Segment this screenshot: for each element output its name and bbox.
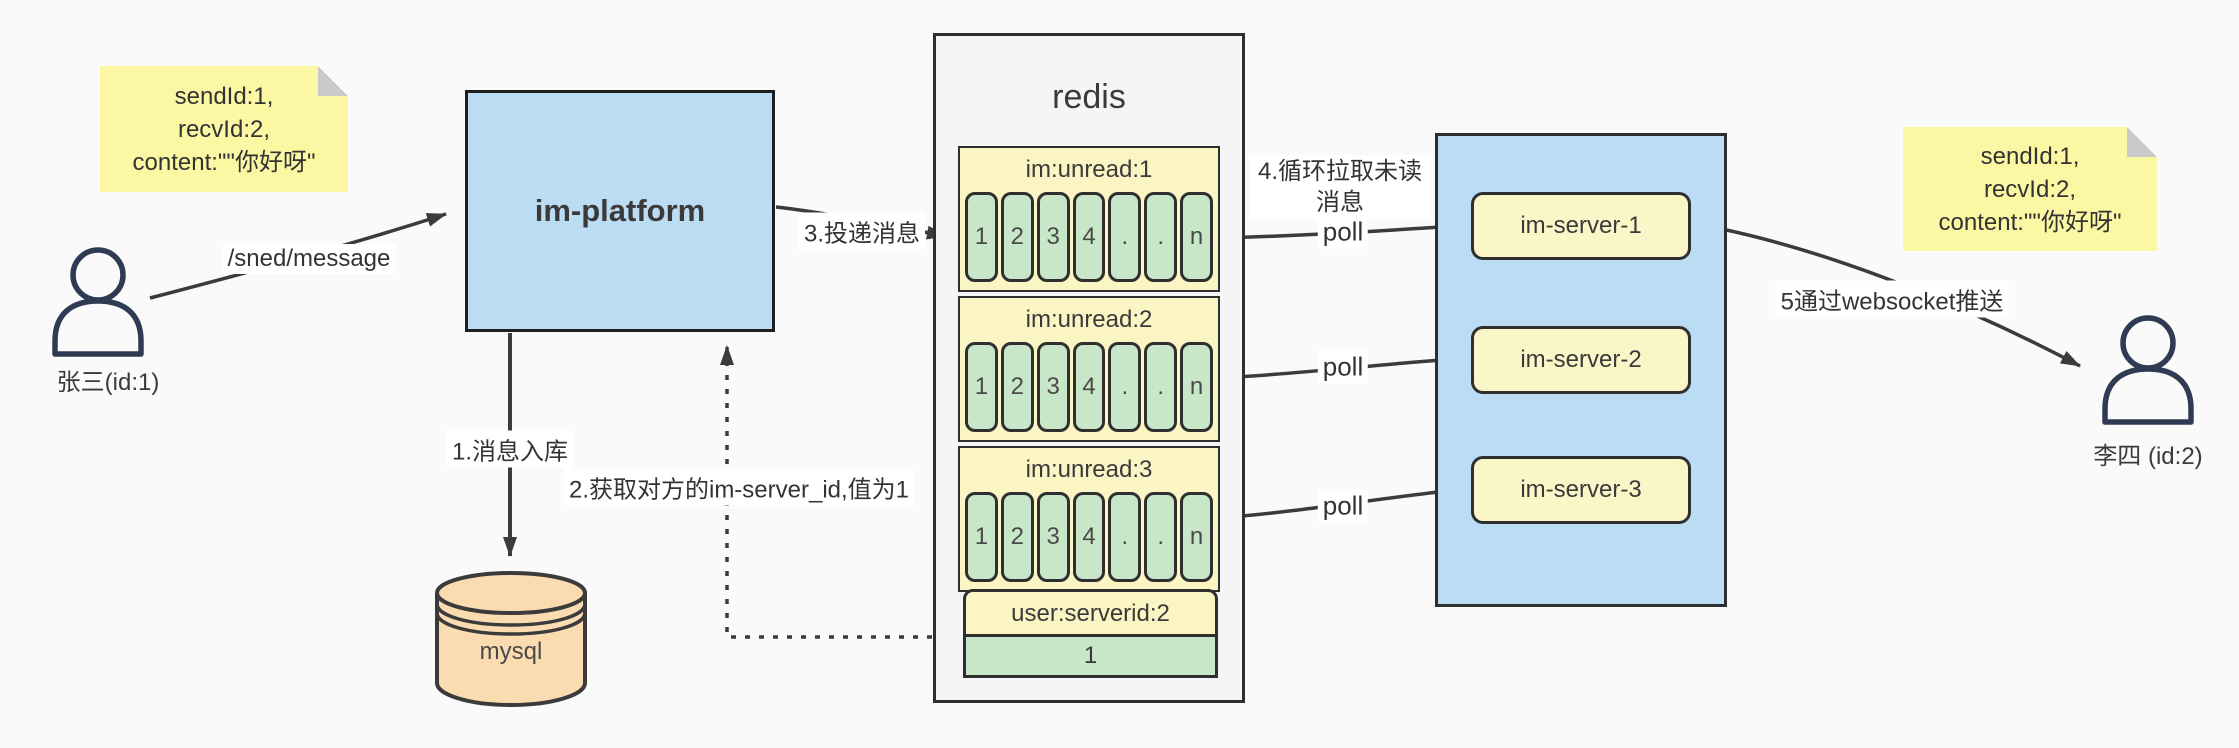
note-line: content:""你好呀" xyxy=(1938,208,2122,236)
queue-cell: 3 xyxy=(1036,492,1070,582)
edge-push-arrow xyxy=(1689,221,2081,368)
user-icon xyxy=(2102,315,2194,425)
edge-poll2-label: poll xyxy=(1317,350,1369,384)
queue-cell: 2 xyxy=(1000,192,1034,282)
note-line: content:""你好呀" xyxy=(132,148,316,176)
note-line: recvId:2, xyxy=(1983,175,2077,203)
queue-cells: 1 2 3 4 . . n xyxy=(965,492,1214,582)
mysql-label: mysql xyxy=(479,638,543,665)
edge-get-server-id-label: 2.获取对方的im-server_id,值为1 xyxy=(563,468,915,506)
im-server-1-box: im-server-1 xyxy=(1471,192,1691,260)
mysql-database-icon xyxy=(435,571,587,708)
im-server-2-box: im-server-2 xyxy=(1471,326,1691,394)
user-icon xyxy=(52,247,144,357)
queue-cell: . xyxy=(1144,342,1178,432)
edge-poll1-label: poll xyxy=(1317,215,1369,249)
edge-push-label: 5通过websocket推送 xyxy=(1775,280,2009,318)
message-note-left: sendId:1, recvId:2, content:""你好呀" xyxy=(100,66,348,192)
queue-header: im:unread:3 xyxy=(1025,456,1153,483)
queue-cell: . xyxy=(1144,192,1178,282)
im-server-label: im-server-2 xyxy=(1520,346,1642,373)
queue-cell: n xyxy=(1180,192,1214,282)
im-platform-label: im-platform xyxy=(534,193,706,228)
note-line: recvId:2, xyxy=(177,115,271,143)
message-note-right: sendId:1, recvId:2, content:""你好呀" xyxy=(1903,127,2157,251)
edge-poll3-label: poll xyxy=(1317,489,1369,523)
queue-cell: 1 xyxy=(965,492,998,582)
queue-cell: 3 xyxy=(1036,192,1070,282)
note-line: sendId:1, xyxy=(174,82,274,110)
queue-header: im:unread:1 xyxy=(1025,156,1153,183)
queue-cell: 4 xyxy=(1072,492,1106,582)
im-server-cluster: im-server-1 im-server-2 im-server-3 xyxy=(1435,133,1727,607)
redis-container: redis im:unread:1 1 2 3 4 . . n im:unrea… xyxy=(933,33,1245,703)
queue-cell: . xyxy=(1108,342,1142,432)
queue-cell: . xyxy=(1108,192,1142,282)
unread-queue-2: im:unread:2 1 2 3 4 . . n xyxy=(958,296,1220,442)
queue-cell: 1 xyxy=(965,342,998,432)
user-serverid-value: 1 xyxy=(963,637,1218,678)
queue-cell: 3 xyxy=(1036,342,1070,432)
im-server-label: im-server-1 xyxy=(1520,212,1642,239)
user-serverid-header: user:serverid:2 xyxy=(963,589,1218,637)
queue-header: im:unread:2 xyxy=(1025,306,1153,333)
unread-queue-1: im:unread:1 1 2 3 4 . . n xyxy=(958,146,1220,292)
edge-store-label: 1.消息入库 xyxy=(446,430,574,468)
im-server-label: im-server-3 xyxy=(1520,476,1642,503)
unread-queue-3: im:unread:3 1 2 3 4 . . n xyxy=(958,446,1220,592)
im-platform-box: im-platform xyxy=(465,90,775,332)
note-line: sendId:1, xyxy=(1980,142,2080,170)
queue-cell: 4 xyxy=(1072,342,1106,432)
queue-cell: n xyxy=(1180,492,1214,582)
user-serverid-box: user:serverid:2 1 xyxy=(963,589,1218,678)
queue-cell: n xyxy=(1180,342,1214,432)
queue-cell: . xyxy=(1108,492,1142,582)
queue-cell: . xyxy=(1144,492,1178,582)
queue-cell: 2 xyxy=(1000,492,1034,582)
edge-deliver-label: 3.投递消息 xyxy=(798,212,926,250)
queue-cells: 1 2 3 4 . . n xyxy=(965,342,1214,432)
redis-title: redis xyxy=(1052,78,1126,116)
queue-cells: 1 2 3 4 . . n xyxy=(965,192,1214,282)
queue-cell: 2 xyxy=(1000,342,1034,432)
queue-cell: 1 xyxy=(965,192,998,282)
sender-label: 张三(id:1) xyxy=(56,369,160,396)
edge-send-label: /sned/message xyxy=(222,244,396,274)
receiver-label: 李四 (id:2) xyxy=(2093,443,2203,470)
queue-cell: 4 xyxy=(1072,192,1106,282)
edge-poll-title-label: 4.循环拉取未读消息 xyxy=(1249,155,1431,219)
im-server-3-box: im-server-3 xyxy=(1471,456,1691,524)
